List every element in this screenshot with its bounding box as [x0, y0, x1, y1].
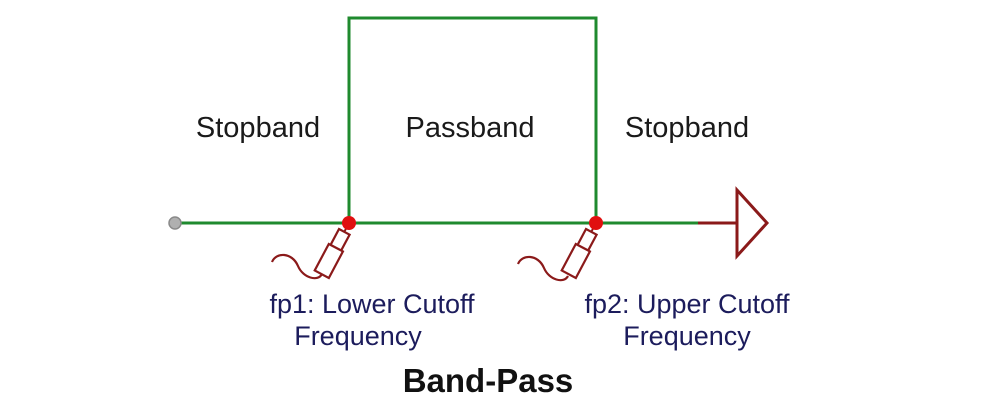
fp1-label-line1: fp1: Lower Cutoff [269, 289, 475, 319]
terminal-dot-icon [168, 216, 182, 230]
passband-label: Passband [406, 112, 535, 144]
diagram-title: Band-Pass [403, 362, 574, 399]
lower-cutoff-marker [342, 216, 356, 230]
probe-icon [516, 222, 599, 282]
upper-cutoff-marker [589, 216, 603, 230]
fp2-label-line1: fp2: Upper Cutoff [584, 289, 790, 319]
fp1-label-line2: Frequency [294, 321, 422, 351]
stopband-right-label: Stopband [625, 112, 749, 144]
passband-outline [347, 16, 598, 223]
stopband-left-label: Stopband [196, 112, 320, 144]
fp2-label-line2: Frequency [623, 321, 751, 351]
arrow-triangle-icon [735, 186, 770, 260]
